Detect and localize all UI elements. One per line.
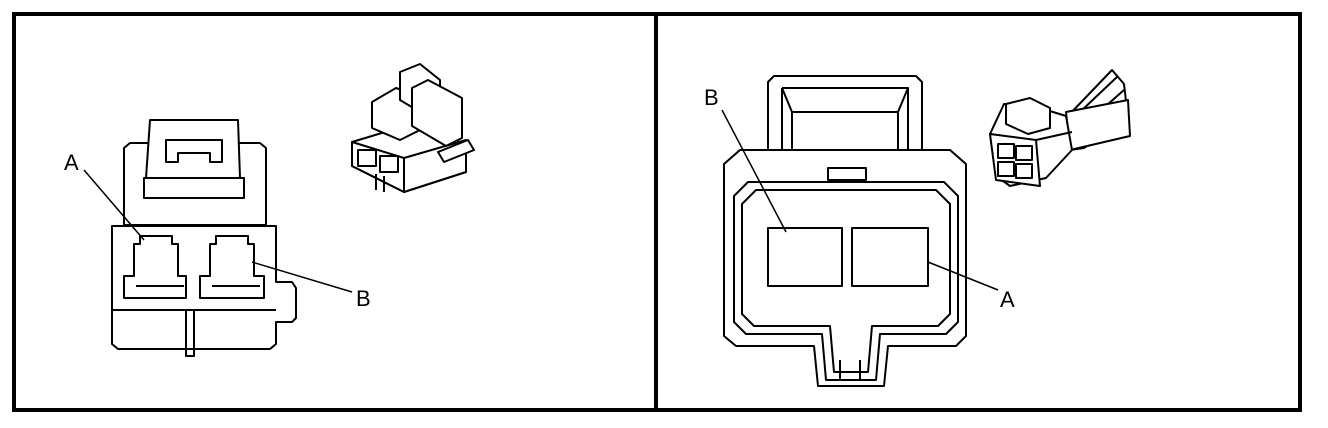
- left-panel: A B: [64, 63, 475, 357]
- right-leader-b: [721, 109, 787, 233]
- right-label-b: B: [704, 85, 719, 110]
- right-connector-iso: [989, 69, 1131, 187]
- right-connector-face: [723, 75, 967, 387]
- right-label-a: A: [1000, 287, 1015, 312]
- left-leader-a: [83, 169, 145, 241]
- left-leader-b: [251, 261, 353, 293]
- left-label-a: A: [64, 150, 79, 175]
- left-connector-iso: [351, 63, 475, 193]
- right-leader-a: [927, 261, 999, 291]
- left-label-b: B: [356, 286, 371, 311]
- right-panel: B A: [704, 69, 1131, 387]
- left-connector-face: [111, 119, 297, 357]
